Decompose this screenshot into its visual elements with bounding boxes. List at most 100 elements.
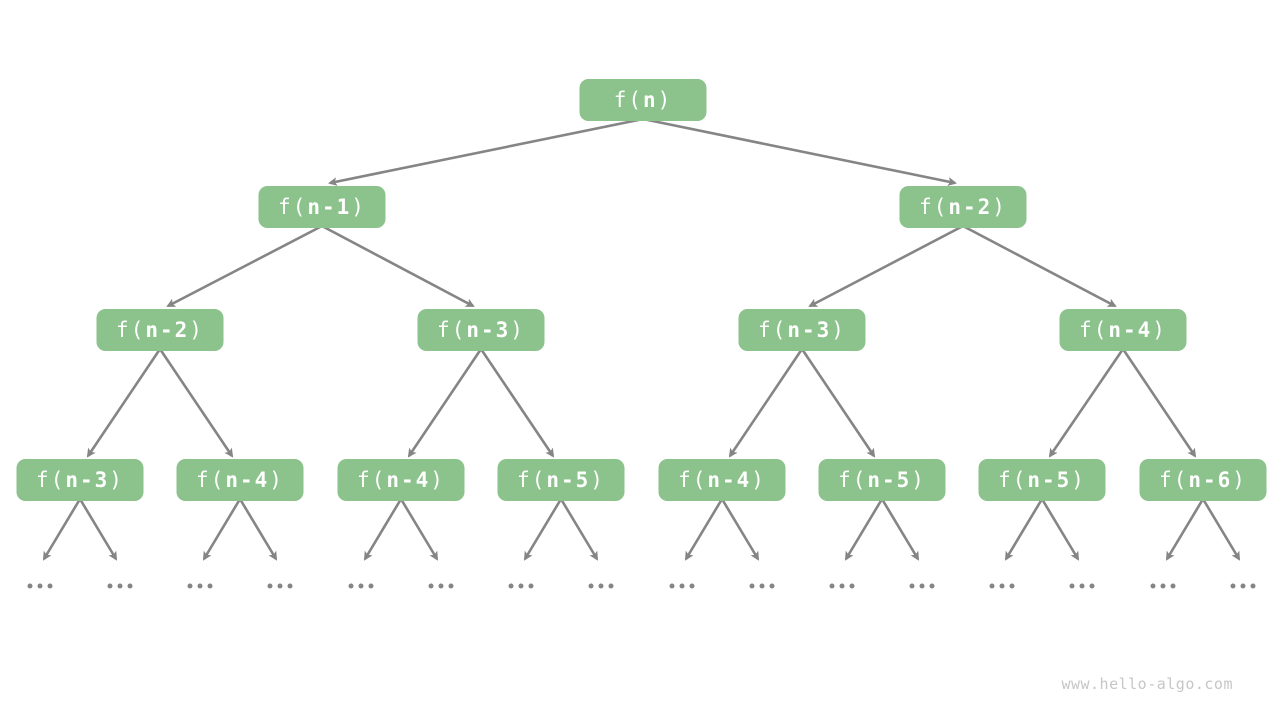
ellipsis-dot	[1230, 583, 1236, 589]
edge-arrow	[684, 498, 724, 561]
ellipsis	[187, 583, 213, 589]
ellipsis	[1150, 583, 1176, 589]
node-label-argument: n-6	[1188, 468, 1233, 492]
node-label-prefix: f(	[517, 468, 547, 492]
ellipsis	[508, 583, 534, 589]
ellipsis-dot	[287, 583, 293, 589]
node-label-argument: n-3	[65, 468, 110, 492]
node-label-suffix: )	[831, 318, 846, 342]
node-label-argument: n-5	[1027, 468, 1072, 492]
node-label-argument: n-4	[1108, 318, 1153, 342]
ellipsis-dot	[909, 583, 915, 589]
node-label-argument: n-2	[145, 318, 190, 342]
edge-arrow	[479, 348, 555, 458]
tree-node: f(n-3)	[417, 309, 545, 351]
node-label-argument: n-5	[867, 468, 912, 492]
node-label-prefix: f(	[357, 468, 387, 492]
edge-arrow	[407, 348, 483, 458]
edge-arrow	[158, 348, 234, 458]
node-label-suffix: )	[430, 468, 445, 492]
node-label-argument: n-5	[546, 468, 591, 492]
tree-node: f(n-2)	[899, 186, 1027, 228]
ellipsis-dot	[1069, 583, 1075, 589]
ellipsis	[267, 583, 293, 589]
node-label-prefix: f(	[116, 318, 146, 342]
ellipsis-dot	[197, 583, 203, 589]
ellipsis-dot	[989, 583, 995, 589]
ellipsis-dot	[438, 583, 444, 589]
edge-arrow	[728, 348, 804, 458]
tree-node: f(n-5)	[978, 459, 1106, 501]
edge-arrow	[321, 224, 475, 308]
ellipsis	[1230, 583, 1256, 589]
node-label-suffix: )	[590, 468, 605, 492]
ellipsis-dot	[919, 583, 925, 589]
node-label-argument: n-4	[225, 468, 270, 492]
node-label-argument: n	[642, 88, 658, 112]
ellipsis-dot	[267, 583, 273, 589]
tree-node: f(n-4)	[1059, 309, 1187, 351]
edge-arrow	[1040, 498, 1080, 561]
node-label-prefix: f(	[36, 468, 66, 492]
node-label-prefix: f(	[196, 468, 226, 492]
edge-arrow	[363, 498, 403, 561]
ellipsis	[27, 583, 53, 589]
node-label-prefix: f(	[838, 468, 868, 492]
node-label-suffix: )	[1232, 468, 1247, 492]
ellipsis	[829, 583, 855, 589]
node-label-argument: n-4	[707, 468, 752, 492]
ellipsis-dot	[999, 583, 1005, 589]
tree-node: f(n-1)	[258, 186, 386, 228]
node-label-prefix: f(	[919, 195, 949, 219]
edge-arrow	[720, 498, 760, 561]
edge-arrow	[86, 348, 162, 458]
edge-arrow	[202, 498, 242, 561]
edge-arrow	[399, 498, 439, 561]
tree-node: f(n-5)	[818, 459, 946, 501]
edge-arrow	[42, 498, 82, 561]
node-label-prefix: f(	[1159, 468, 1189, 492]
ellipsis-dot	[1250, 583, 1256, 589]
tree-node: f(n-4)	[176, 459, 304, 501]
node-label-argument: n-3	[787, 318, 832, 342]
node-label-prefix: f(	[437, 318, 467, 342]
ellipsis-dot	[1009, 583, 1015, 589]
ellipsis-dot	[37, 583, 43, 589]
edge-arrow	[166, 224, 323, 308]
ellipsis-dot	[759, 583, 765, 589]
edge-arrow	[78, 498, 118, 561]
ellipsis-dot	[358, 583, 364, 589]
node-label-prefix: f(	[998, 468, 1028, 492]
ellipsis-dot	[428, 583, 434, 589]
edge-arrow	[800, 348, 876, 458]
node-label-suffix: )	[657, 88, 673, 112]
node-label-argument: n-2	[948, 195, 993, 219]
node-label-suffix: )	[1071, 468, 1086, 492]
tree-node: f(n-2)	[96, 309, 224, 351]
ellipsis-dot	[669, 583, 675, 589]
ellipsis	[588, 583, 614, 589]
ellipsis-dot	[518, 583, 524, 589]
edge-arrow	[328, 117, 644, 187]
edge-arrow	[1165, 498, 1205, 561]
ellipsis-dot	[829, 583, 835, 589]
node-label-suffix: )	[751, 468, 766, 492]
ellipsis-dot	[1170, 583, 1176, 589]
ellipsis-dot	[508, 583, 514, 589]
node-label-argument: n-3	[466, 318, 511, 342]
edge-arrow	[1201, 498, 1241, 561]
ellipsis	[669, 583, 695, 589]
edge-arrow	[559, 498, 599, 561]
ellipsis	[107, 583, 133, 589]
node-label-prefix: f(	[758, 318, 788, 342]
node-label-argument: n-1	[307, 195, 352, 219]
ellipsis-dot	[368, 583, 374, 589]
edge-arrow	[238, 498, 278, 561]
edge-arrow	[1048, 348, 1125, 458]
edge-arrow	[844, 498, 884, 561]
ellipsis-dot	[598, 583, 604, 589]
ellipsis	[989, 583, 1015, 589]
ellipsis-dot	[277, 583, 283, 589]
